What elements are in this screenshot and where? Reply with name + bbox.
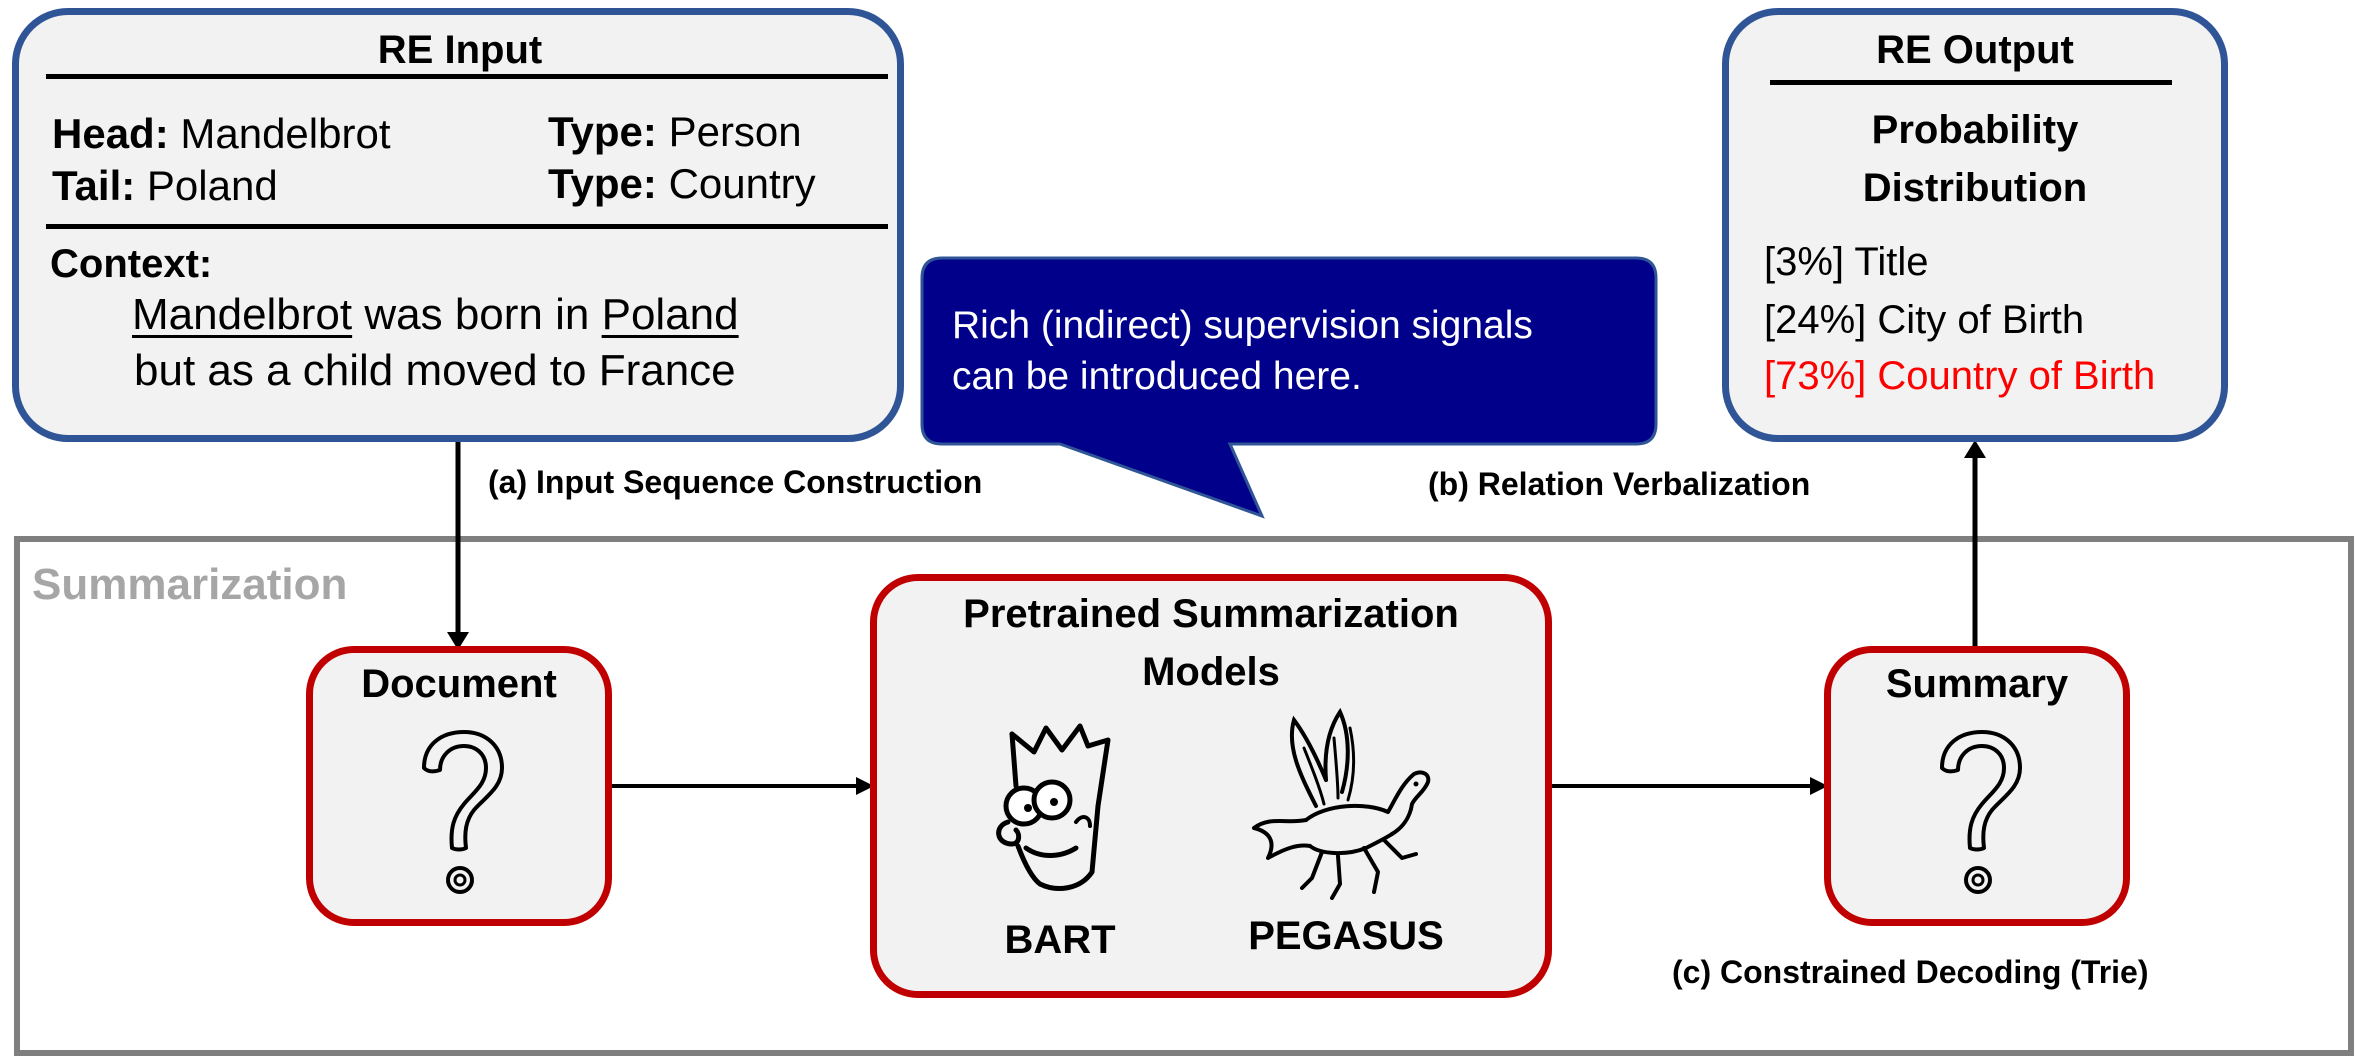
output-item-city-of-birth: [24%] City of Birth [1764, 298, 2085, 342]
label-input-sequence-construction: (a) Input Sequence Construction [488, 464, 983, 500]
tail-type-label: Type: [548, 160, 657, 207]
summary-box [1824, 646, 2130, 926]
summary-label: Summary [1885, 662, 2069, 706]
document-label: Document [361, 662, 557, 706]
head-type-label: Type: [548, 108, 657, 155]
label-relation-verbalization: (b) Relation Verbalization [1428, 466, 1811, 502]
context-middle: was born in [352, 290, 602, 339]
re-input-title: RE Input [377, 28, 543, 72]
re-output-subtitle-line1: Probability [1871, 108, 2079, 152]
context-head-entity: Mandelbrot [132, 290, 353, 339]
output-item-country-of-birth: [73%] Country of Birth [1764, 354, 2156, 398]
context-line2: but as a child moved to France [134, 346, 736, 395]
context-line1: Mandelbrot was born in Poland [132, 290, 739, 340]
connectors [447, 440, 1986, 795]
callout-bubble [920, 256, 1658, 519]
pegasus-label: PEGASUS [1248, 914, 1444, 958]
tail-value: Poland [146, 162, 278, 209]
callout-line2: can be introduced here. [952, 355, 1362, 398]
output-item-title: [3%] Title [1764, 240, 1929, 284]
summarization-models-box [870, 574, 1552, 998]
models-title-line1: Pretrained Summarization [963, 592, 1459, 636]
head-type-field: Type: Person [548, 108, 802, 156]
models-title-line2: Models [1142, 650, 1280, 694]
tail-type-field: Type: Country [548, 160, 816, 208]
head-value: Mandelbrot [180, 110, 391, 157]
tail-type-value: Country [668, 160, 816, 207]
re-input-context-rule [46, 224, 888, 229]
tail-label: Tail: [52, 162, 136, 209]
summarization-title: Summarization [32, 560, 348, 609]
question-mark-icon [1940, 730, 2022, 894]
head-label: Head: [52, 110, 169, 157]
head-field: Head: Mandelbrot [52, 110, 391, 158]
pegasus-icon [1252, 708, 1431, 900]
callout-line1: Rich (indirect) supervision signals [952, 304, 1533, 347]
tail-field: Tail: Poland [52, 162, 278, 210]
re-output-title-rule [1770, 80, 2172, 85]
head-type-value: Person [668, 108, 802, 155]
bart-label: BART [1004, 918, 1116, 962]
re-input-title-rule [46, 74, 888, 79]
context-tail-entity: Poland [601, 290, 739, 339]
document-box [306, 646, 612, 926]
label-constrained-decoding: (c) Constrained Decoding (Trie) [1672, 954, 2149, 990]
bart-simpson-icon [996, 723, 1111, 891]
re-output-subtitle-line2: Distribution [1862, 166, 2088, 210]
re-output-title: RE Output [1876, 28, 2074, 72]
context-label: Context: [50, 242, 213, 286]
question-mark-icon [422, 730, 504, 894]
